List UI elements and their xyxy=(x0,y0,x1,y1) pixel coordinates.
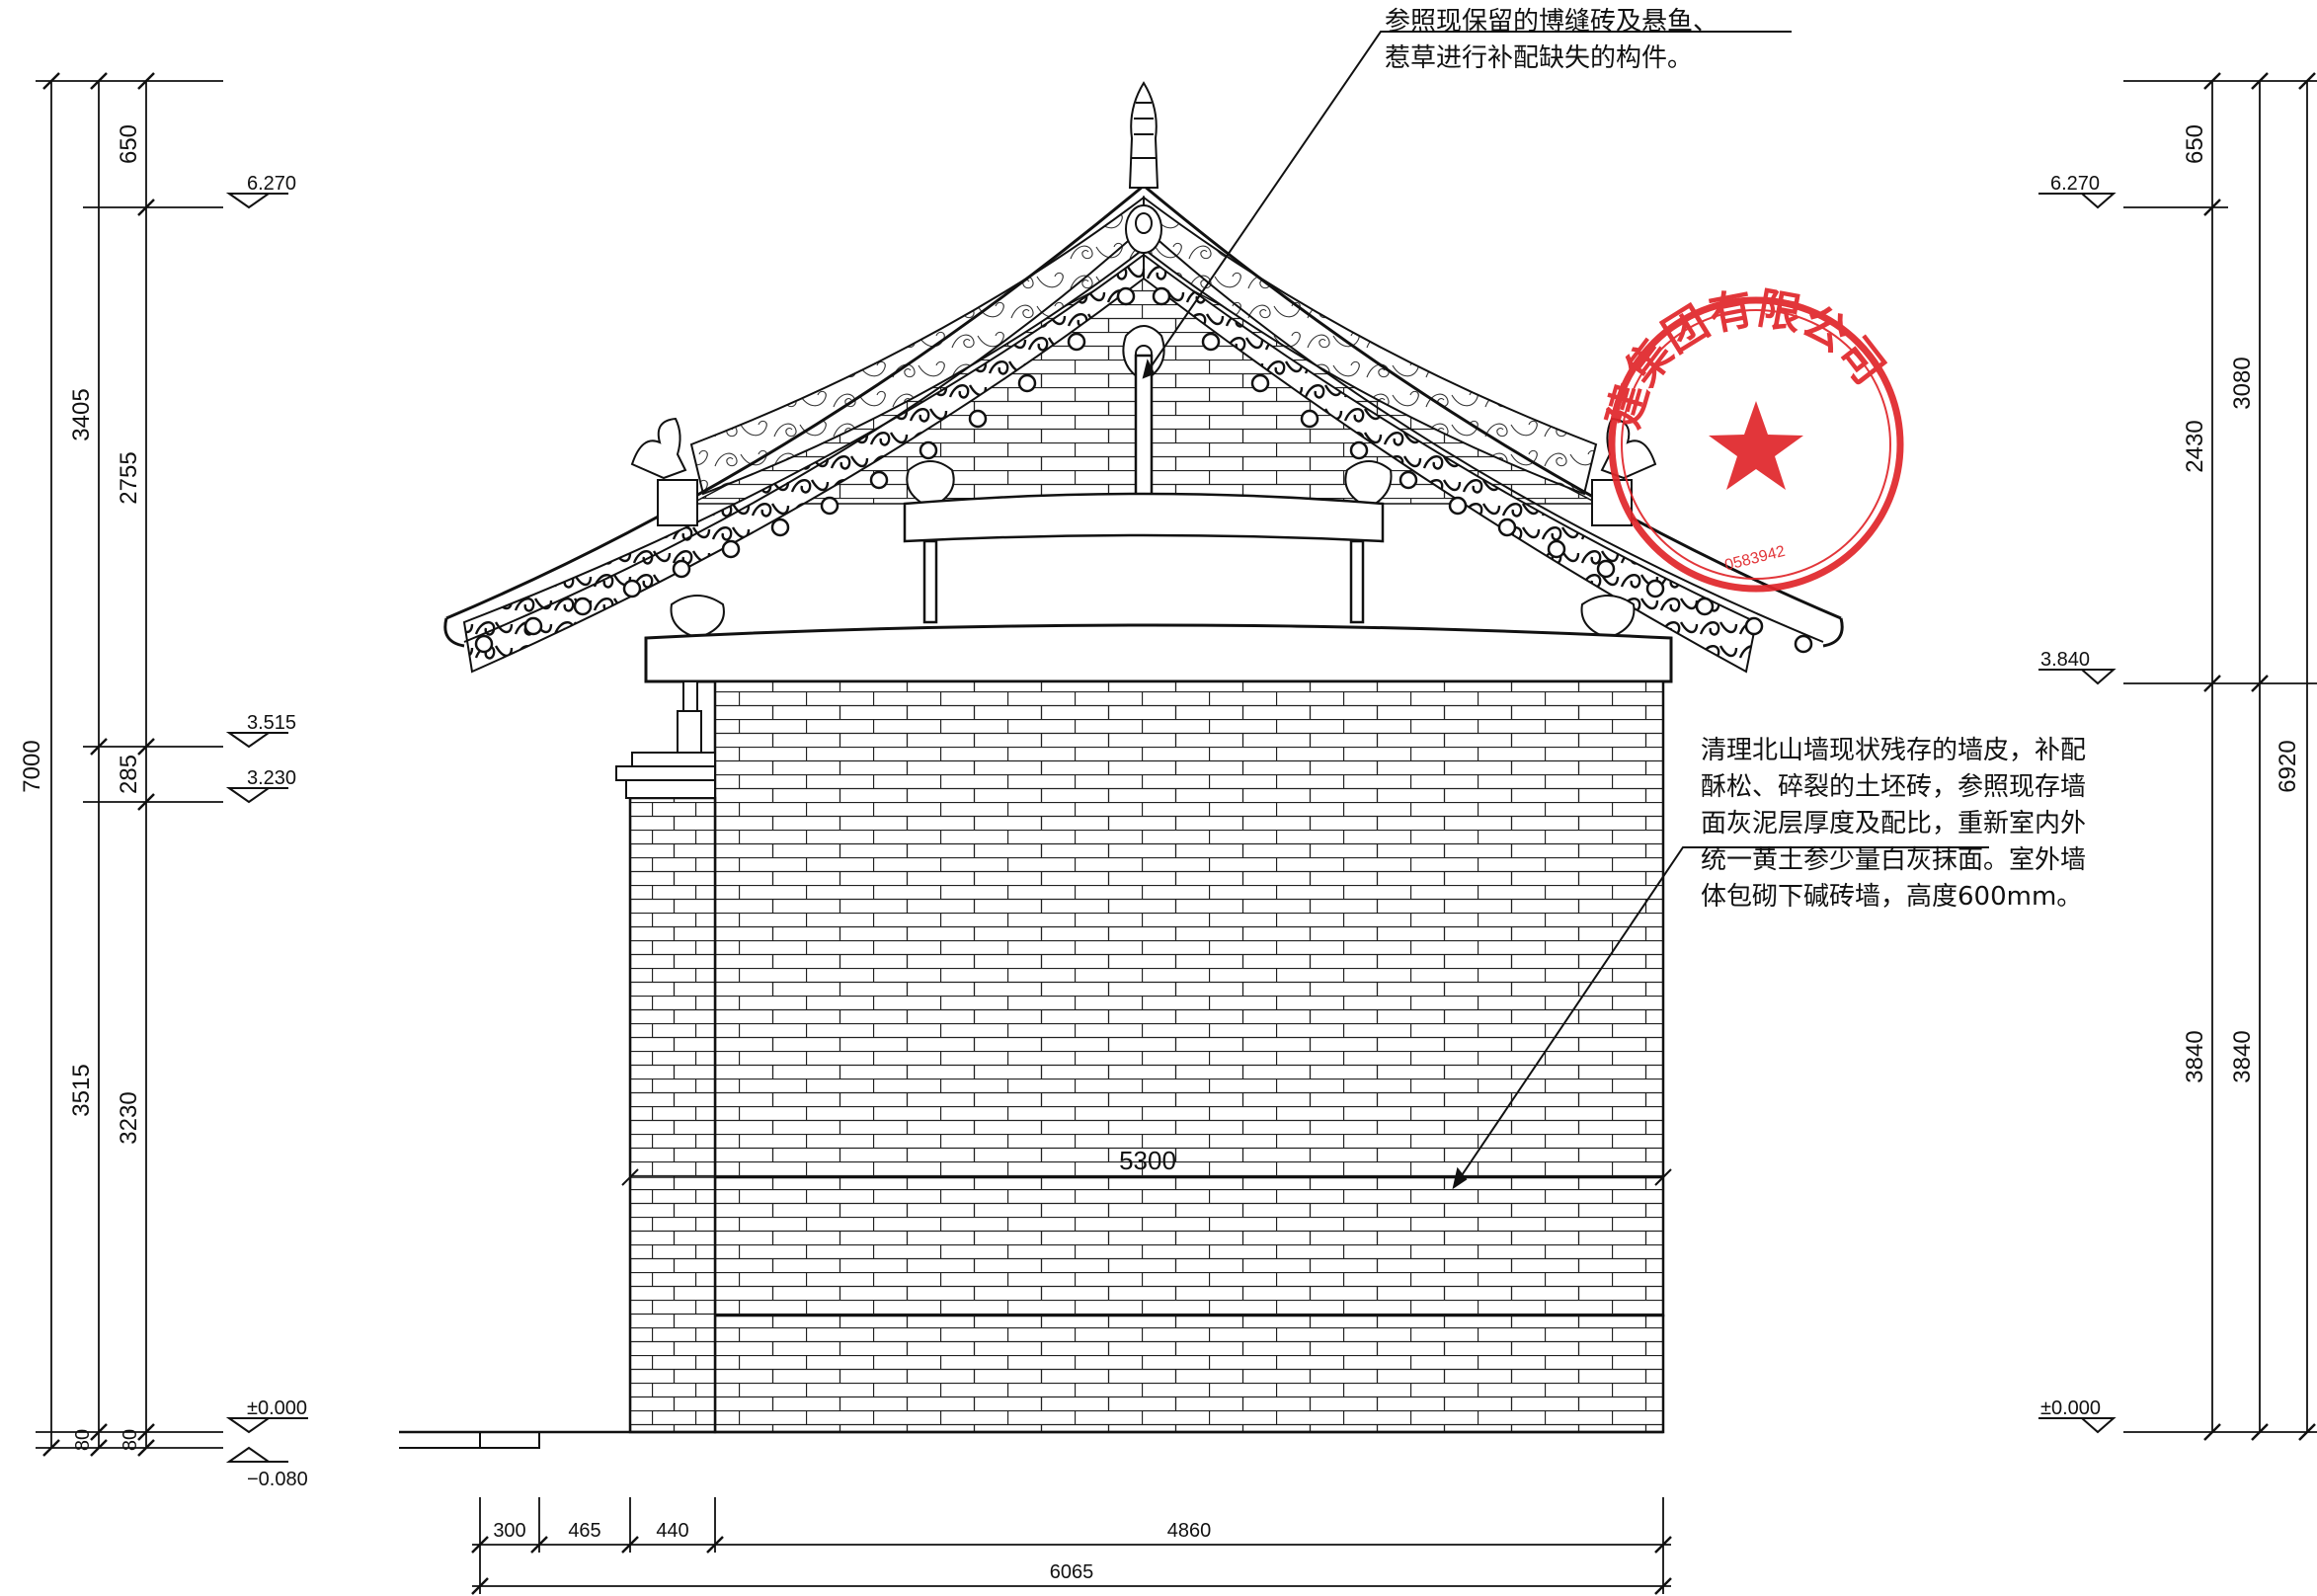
left-dim-3515: 3515 xyxy=(68,1064,95,1116)
seal-star-icon xyxy=(1709,401,1803,490)
level-6270-right: 6.270 xyxy=(2050,173,2100,195)
wall-note-line-2: 酥松、碎裂的土坯砖，参照现存墙 xyxy=(1701,772,2087,802)
right-dimension-chains xyxy=(2123,72,2317,1441)
left-dimension-values: 7000 3405 3515 80 650 2755 285 3230 80 xyxy=(19,124,142,1451)
pier-cap xyxy=(615,680,716,799)
seal-company-text: 建集团有限公司 xyxy=(1598,283,1894,434)
bottom-dim-4860: 4860 xyxy=(1167,1520,1212,1542)
right-dim-3080: 3080 xyxy=(2229,357,2256,409)
seal-number: 0583942 xyxy=(1723,543,1788,575)
level-0000-right: ±0.000 xyxy=(2040,1397,2101,1419)
left-level-markers xyxy=(225,193,308,1463)
leader-lines xyxy=(1142,31,1989,1190)
left-dim-3405: 3405 xyxy=(68,388,95,440)
side-pier xyxy=(628,796,717,1434)
roof-ornament-note: 参照现保留的博缝砖及悬鱼、 惹草进行补配缺失的构件。 xyxy=(1385,4,1799,77)
company-seal: 建集团有限公司 0583942 xyxy=(1598,283,1904,593)
roof-timber-frame xyxy=(903,354,1385,624)
step-block xyxy=(479,1431,540,1449)
roof-outline-right xyxy=(1143,184,1842,620)
right-dim-3840-inner: 3840 xyxy=(2182,1030,2208,1082)
eave-end-right xyxy=(1822,617,1844,648)
wall-note-line-3: 面灰泥层厚度及配比，重新室内外 xyxy=(1701,809,2087,838)
left-dim-285: 285 xyxy=(116,755,142,794)
left-dim-7000: 7000 xyxy=(19,740,45,792)
right-dim-3840-mid: 3840 xyxy=(2229,1030,2256,1082)
ridge-finial xyxy=(1125,81,1162,254)
bottom-dim-465: 465 xyxy=(568,1520,600,1542)
wall-note-line-5: 体包砌下碱砖墙，高度600mm。 xyxy=(1701,882,2083,912)
bottom-dimension-values: 300 465 440 4860 6065 xyxy=(493,1520,1211,1583)
right-dim-2430: 2430 xyxy=(2182,420,2208,472)
left-dim-3230: 3230 xyxy=(116,1091,142,1144)
roof-note-line-1: 参照现保留的博缝砖及悬鱼、 xyxy=(1385,7,1719,37)
bottom-dim-300: 300 xyxy=(493,1520,525,1542)
wall-repair-note: 清理北山墙现状残存的墙皮，补配 酥松、碎裂的土坯砖，参照现存墙 面灰泥层厚度及配… xyxy=(1701,733,2141,916)
bottom-dim-6065: 6065 xyxy=(1050,1561,1094,1583)
roof-note-line-2: 惹草进行补配缺失的构件。 xyxy=(1385,43,1694,73)
gable-roof xyxy=(443,81,1844,683)
wall-width-dimension: 5300 xyxy=(621,1146,1672,1186)
right-dim-650: 650 xyxy=(2182,124,2208,164)
gable-wall-body xyxy=(399,679,1665,1449)
main-wall-lower-plinth xyxy=(713,1314,1665,1434)
level-m0080-left: −0.080 xyxy=(247,1469,308,1490)
level-0000-left: ±0.000 xyxy=(247,1397,307,1419)
recao-ornament-right xyxy=(1344,460,1636,640)
wall-note-line-4: 统一黄土参少量白灰抹面。室外墙 xyxy=(1701,845,2087,875)
recao-ornament-left xyxy=(670,460,955,640)
left-dim-650: 650 xyxy=(116,124,142,164)
left-dim-80-inner: 80 xyxy=(120,1429,141,1451)
bottom-dimension-chains xyxy=(471,1497,1672,1595)
eave-end-left xyxy=(443,617,465,648)
ridge-end-ornament-left xyxy=(630,417,698,526)
left-level-values: 6.270 3.515 3.230 ±0.000 −0.080 xyxy=(247,173,308,1490)
left-dimension-chains xyxy=(36,72,223,1457)
bottom-dim-440: 440 xyxy=(656,1520,688,1542)
main-beam xyxy=(644,623,1673,683)
level-3515-left: 3.515 xyxy=(247,712,296,734)
right-level-markers xyxy=(2038,193,2117,1434)
roof-outline-left xyxy=(445,184,1145,620)
wall-width-value: 5300 xyxy=(1119,1146,1176,1175)
right-dim-6920: 6920 xyxy=(2275,740,2301,792)
level-3840-right: 3.840 xyxy=(2040,649,2090,671)
level-3230-left: 3.230 xyxy=(247,767,296,789)
right-dimension-values: 6920 3080 3840 650 2430 3840 xyxy=(2182,124,2301,1083)
left-dim-2755: 2755 xyxy=(116,451,142,504)
left-dim-80-mid: 80 xyxy=(72,1429,94,1451)
wall-note-line-1: 清理北山墙现状残存的墙皮，补配 xyxy=(1701,736,2087,765)
right-level-values: 6.270 3.840 ±0.000 xyxy=(2040,173,2101,1419)
tile-roundels xyxy=(474,286,1813,654)
level-6270-left: 6.270 xyxy=(247,173,296,195)
main-wall-upper xyxy=(713,679,1665,1317)
